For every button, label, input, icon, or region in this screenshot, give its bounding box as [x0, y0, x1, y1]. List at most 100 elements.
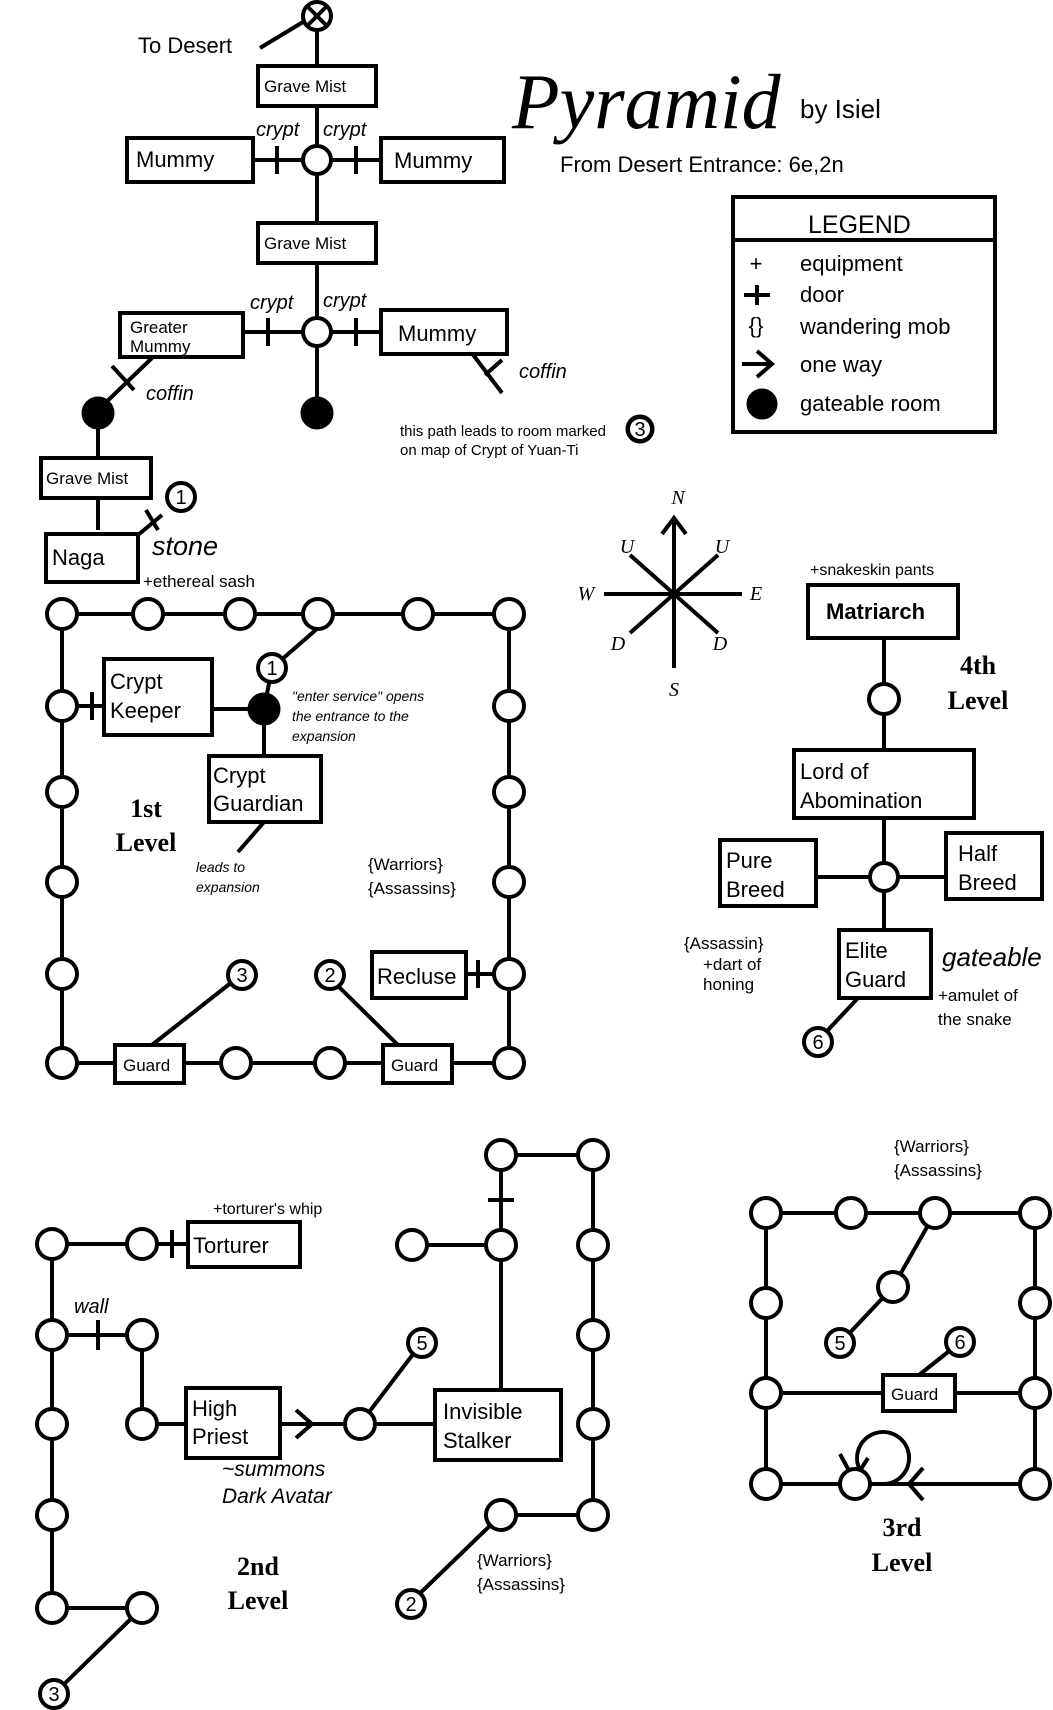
coffin-door-left [110, 364, 136, 392]
invisible-stalker-room [433, 1388, 563, 1462]
marker-2 [395, 1588, 427, 1620]
room-node [313, 1046, 347, 1080]
level-1: Crypt Keeper 1 "enter service" opens the… [45, 597, 526, 1085]
room-node [868, 861, 900, 893]
marker-3 [226, 959, 258, 991]
level1-mobs-1: {Warriors} [368, 855, 443, 874]
leads-to-note-1: leads to [196, 859, 245, 875]
legend-oneway-label: one way [800, 352, 882, 377]
level-3: {Warriors} {Assassins} Guard 5 6 3rd Lev… [749, 1137, 1052, 1577]
room-node [484, 1228, 518, 1262]
level4-label-2: Level [948, 686, 1009, 715]
half-breed-label-1: Half [958, 841, 998, 866]
coffin-label-left: coffin [146, 383, 194, 405]
room-node [45, 775, 79, 809]
dart-label-1: +dart of [703, 955, 761, 974]
enter-service-note-3: expansion [292, 728, 356, 744]
legend-frame [731, 195, 997, 434]
map-byline: by Isiel [800, 94, 881, 124]
level2-label-2: Level [228, 1586, 289, 1615]
room-node [1018, 1286, 1052, 1320]
crypt-guardian-label-2: Guardian [213, 791, 304, 816]
entrance-section: To Desert Grave Mist Mummy Mummy crypt c… [39, 0, 655, 591]
level1-marker-2-number: 2 [324, 965, 335, 987]
pure-breed-label-1: Pure [726, 848, 772, 873]
room-node [35, 1498, 69, 1532]
room-node [1018, 1467, 1052, 1501]
room-node [395, 1228, 429, 1262]
room-node [35, 1318, 69, 1352]
legend-door-label: door [800, 282, 844, 307]
pure-breed-room [718, 838, 818, 908]
room-node [576, 1228, 610, 1262]
room-node [45, 957, 79, 991]
level3-guard-label: Guard [891, 1385, 938, 1404]
path-note-line-2: on map of Crypt of Yuan-Ti [400, 442, 578, 459]
pure-breed-label-2: Breed [726, 877, 785, 902]
compass-d-left: D [610, 633, 626, 655]
marker-5 [406, 1327, 438, 1359]
room-node [35, 1407, 69, 1441]
room-node [492, 689, 526, 723]
enter-service-note-2: the entrance to the [292, 708, 409, 724]
room-node [576, 1407, 610, 1441]
map-subtitle: From Desert Entrance: 6e,2n [560, 152, 844, 177]
torturer-room [186, 1220, 302, 1269]
mummy-right-label: Mummy [394, 148, 472, 173]
guard-right-label: Guard [391, 1056, 438, 1075]
compass-e: E [749, 583, 762, 605]
room-node [131, 597, 165, 631]
snakeskin-pants-label: +snakeskin pants [810, 562, 934, 579]
legend-equipment-label: equipment [800, 251, 903, 276]
stone-marker-number: 1 [175, 487, 186, 509]
room-node [749, 1286, 783, 1320]
elite-guard-label-1: Elite [845, 938, 888, 963]
crypt-keeper-room [102, 657, 214, 737]
level1-label-2: Level [116, 828, 177, 857]
room-node [484, 1498, 518, 1532]
guard-room [881, 1373, 957, 1413]
room-node [867, 682, 901, 716]
level2-label-1: 2nd [237, 1552, 279, 1581]
marker-5 [824, 1327, 856, 1359]
level3-marker-6-number: 6 [954, 1332, 965, 1354]
one-way-arrow-icon [294, 1408, 316, 1440]
room-node [838, 1467, 872, 1501]
marker-3 [38, 1678, 70, 1710]
greater-mummy-room [118, 311, 245, 359]
legend-braces-icon: {} [749, 313, 764, 338]
mummy-lower-label: Mummy [398, 321, 476, 346]
level1-marker-3-number: 3 [236, 965, 247, 987]
crypt-label-d: crypt [323, 290, 368, 312]
wall-label: wall [74, 1296, 109, 1318]
legend-plus-icon: + [750, 251, 763, 276]
room-node [125, 1227, 159, 1261]
room-node [1018, 1376, 1052, 1410]
room-node [401, 597, 435, 631]
mummy-room-lower [379, 308, 509, 356]
compass-d-right: D [712, 633, 728, 655]
lord-label-1: Lord of [800, 759, 869, 784]
room-node [35, 1227, 69, 1261]
half-breed-label-2: Breed [958, 870, 1017, 895]
room-node [492, 597, 526, 631]
level2-marker-2-number: 2 [405, 1594, 416, 1616]
room-node [35, 1591, 69, 1625]
level2-mobs-2: {Assassins} [477, 1575, 565, 1594]
matriarch-label: Matriarch [826, 599, 925, 624]
room-node [223, 597, 257, 631]
one-way-arrow-icon [742, 349, 776, 379]
level1-label-1: 1st [130, 794, 162, 823]
level3-label-2: Level [872, 1548, 933, 1577]
ethereal-sash-label: +ethereal sash [143, 572, 255, 591]
crypt-label-a: crypt [256, 119, 301, 141]
map-title: Pyramid [511, 58, 782, 145]
grave-mist-room-2 [256, 221, 378, 265]
high-priest-room [184, 1386, 282, 1460]
desert-exit-icon [301, 0, 333, 32]
gateable-note: gateable [942, 942, 1042, 972]
coffin-door-right [483, 358, 504, 377]
room-node [45, 1046, 79, 1080]
room-node [749, 1467, 783, 1501]
